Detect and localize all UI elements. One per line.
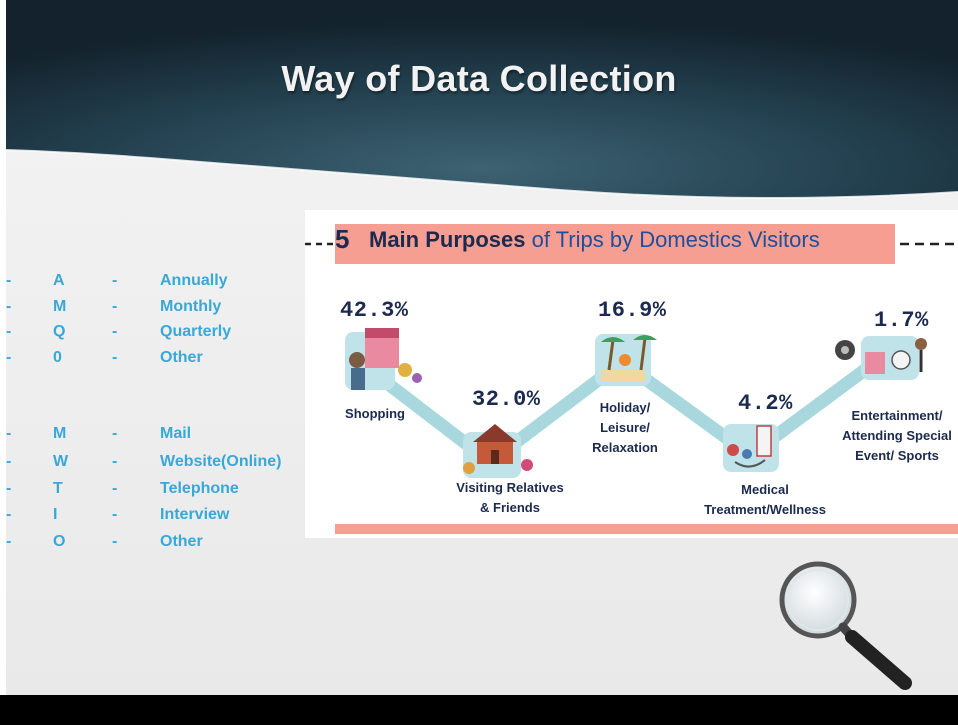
percent-label: 42.3%	[340, 298, 409, 323]
magnifier-icon	[779, 561, 912, 690]
page-title: Way of Data Collection	[281, 58, 677, 99]
legend-code: Q	[53, 323, 66, 340]
purpose-label-line: Holiday/	[599, 400, 651, 415]
legend-dash: -	[112, 453, 118, 470]
sports-icon	[835, 336, 927, 380]
legend-dash: -	[112, 349, 118, 366]
legend-code: W	[53, 453, 69, 470]
legend-bullet: -	[6, 323, 12, 340]
legend-dash: -	[112, 272, 118, 289]
purpose-label-line: Attending Special	[842, 428, 952, 443]
legend-label: Telephone	[160, 480, 239, 497]
legend-code: 0	[53, 349, 62, 366]
legend-bullet: -	[6, 533, 12, 550]
title-number: 5	[335, 224, 350, 254]
legend-bullet: -	[6, 298, 12, 315]
purpose-label: Shopping	[325, 404, 425, 424]
legend-label: Interview	[160, 506, 230, 523]
purpose-label-line: Shopping	[345, 406, 405, 421]
legend-dash: -	[112, 425, 118, 442]
purpose-label-line: Treatment/Wellness	[704, 502, 826, 517]
legend-label: Annually	[160, 272, 228, 289]
legend-bullet: -	[6, 453, 12, 470]
percent-label: 16.9%	[598, 298, 667, 323]
purpose-label-line: Relaxation	[592, 440, 658, 455]
legend-bullet: -	[6, 425, 12, 442]
legend-bullet: -	[6, 272, 12, 289]
legend-dash: -	[112, 298, 118, 315]
legend-bullet: -	[6, 506, 12, 523]
purposes-infographic: 5 Main Purposes of Trips by Domestics Vi…	[305, 210, 958, 538]
legend-dash: -	[112, 533, 118, 550]
purpose-label-line: & Friends	[480, 500, 540, 515]
purpose-label: Visiting Relatives & Friends	[440, 478, 580, 518]
legend-dash: -	[112, 506, 118, 523]
legend-label: Quarterly	[160, 323, 232, 340]
percent-label: 32.0%	[472, 387, 541, 412]
legend-code: A	[53, 272, 65, 289]
medical-icon	[723, 424, 779, 472]
infographic-graphics	[305, 242, 958, 478]
purpose-label-line: Medical	[741, 482, 789, 497]
legend-code: M	[53, 425, 67, 442]
shopping-icon	[345, 328, 422, 390]
title-rest: of Trips by Domestics Visitors	[531, 227, 820, 252]
purpose-label-line: Visiting Relatives	[456, 480, 564, 495]
infographic-title: 5 Main Purposes of Trips by Domestics Vi…	[335, 224, 895, 264]
purpose-label-line: Event/ Sports	[855, 448, 939, 463]
legend-label: Mail	[160, 425, 192, 442]
percent-label: 1.7%	[874, 308, 929, 333]
purpose-label-line: Leisure/	[600, 420, 650, 435]
purpose-label: Medical Treatment/Wellness	[690, 480, 840, 520]
percent-label: 4.2%	[738, 391, 793, 416]
legend-code: M	[53, 298, 67, 315]
legend-label: Website(Online)	[160, 453, 282, 470]
legend-label: Monthly	[160, 298, 222, 315]
legend-dash: -	[112, 323, 118, 340]
infographic-bottom-bar	[335, 524, 958, 534]
legend-bullet: -	[6, 349, 12, 366]
legend-code: T	[53, 480, 63, 497]
legend-bullet: -	[6, 480, 12, 497]
legend-label: Other	[160, 533, 203, 550]
beach-icon	[595, 334, 657, 386]
legend-dash: -	[112, 480, 118, 497]
title-text: Main Purposes of Trips by Domestics Visi…	[369, 227, 820, 253]
legend-code: O	[53, 533, 66, 550]
purpose-label: Entertainment/ Attending Special Event/ …	[836, 406, 958, 466]
purpose-label: Holiday/ Leisure/ Relaxation	[575, 398, 675, 458]
legend-code: I	[53, 506, 58, 523]
house-icon	[463, 424, 533, 478]
title-main: Main Purposes	[369, 227, 526, 252]
purpose-label-line: Entertainment/	[851, 408, 943, 423]
footer-bar	[0, 695, 958, 725]
legend-label: Other	[160, 349, 203, 366]
